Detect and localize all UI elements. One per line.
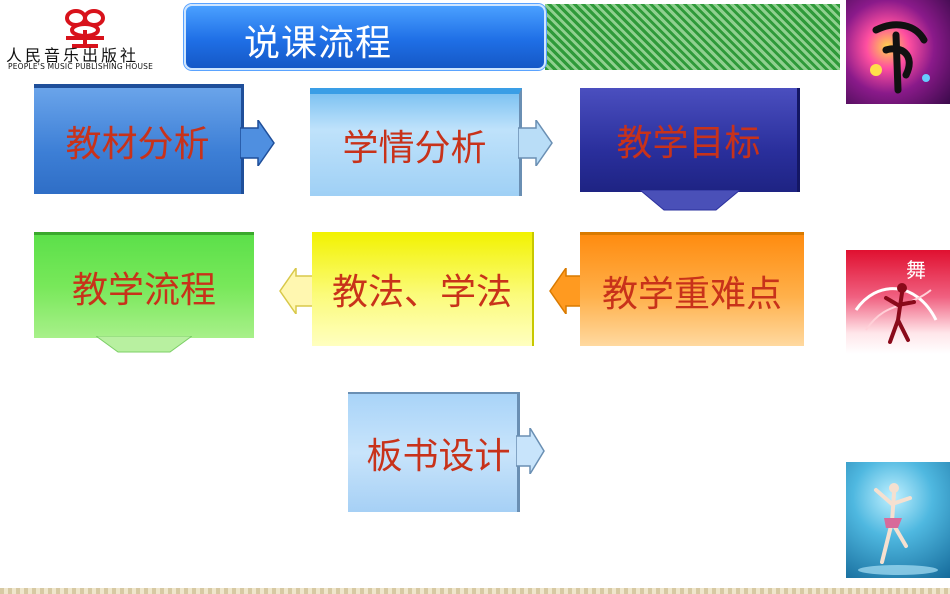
arrow-down-icon [640,190,740,211]
page-title: 说课流程 [244,23,393,64]
box-material-analysis-label: 教材分析 [65,124,210,165]
box-teaching-goals-label: 教学目标 [616,123,761,164]
title-banner [184,4,546,70]
box-key-difficult-points[interactable]: 教学重难点 [580,232,804,346]
arrow-right-icon [516,428,545,474]
arrow-left-icon [279,268,314,314]
box-board-design-label: 板书设计 [366,436,511,477]
arrow-left-icon [549,268,584,314]
box-board-design[interactable]: 板书设计 [348,392,520,512]
box-teaching-goals[interactable]: 教学目标 [580,88,800,192]
publisher-logo: 人民音乐出版社 PEOPLE'S MUSIC PUBLISHING HOUSE [6,6,174,74]
stacked-ribbons-logo-icon [65,9,105,48]
box-methods[interactable]: 教法、学法 [312,232,534,346]
publisher-name-en: PEOPLE'S MUSIC PUBLISHING HOUSE [8,62,154,71]
box-learning-analysis[interactable]: 学情分析 [310,88,522,196]
arrow-right-icon [240,120,275,166]
box-material-analysis[interactable]: 教材分析 [34,84,244,194]
ballet-dancer-image [846,462,950,578]
box-teaching-process-label: 教学流程 [71,269,216,311]
dance-calligraphy-image [846,0,950,104]
ribbon-dancer-image: 舞 [846,250,950,354]
box-learning-analysis-label: 学情分析 [342,128,487,169]
dance-calligraphy-text: 舞 [906,258,926,282]
ballerina-icon [858,483,938,575]
calligraphy-brush-icon [870,21,930,94]
box-key-difficult-points-label: 教学重难点 [601,273,782,315]
bottom-decoration-strip [0,588,950,594]
arrow-down-icon [96,336,192,353]
publisher-name-cn: 人民音乐出版社 [6,46,140,65]
box-teaching-process[interactable]: 教学流程 [34,232,254,338]
arrow-right-icon [518,120,553,166]
box-methods-label: 教法、学法 [331,272,512,313]
title-stripe-decoration [545,4,840,70]
dancer-silhouette-icon [854,283,938,344]
